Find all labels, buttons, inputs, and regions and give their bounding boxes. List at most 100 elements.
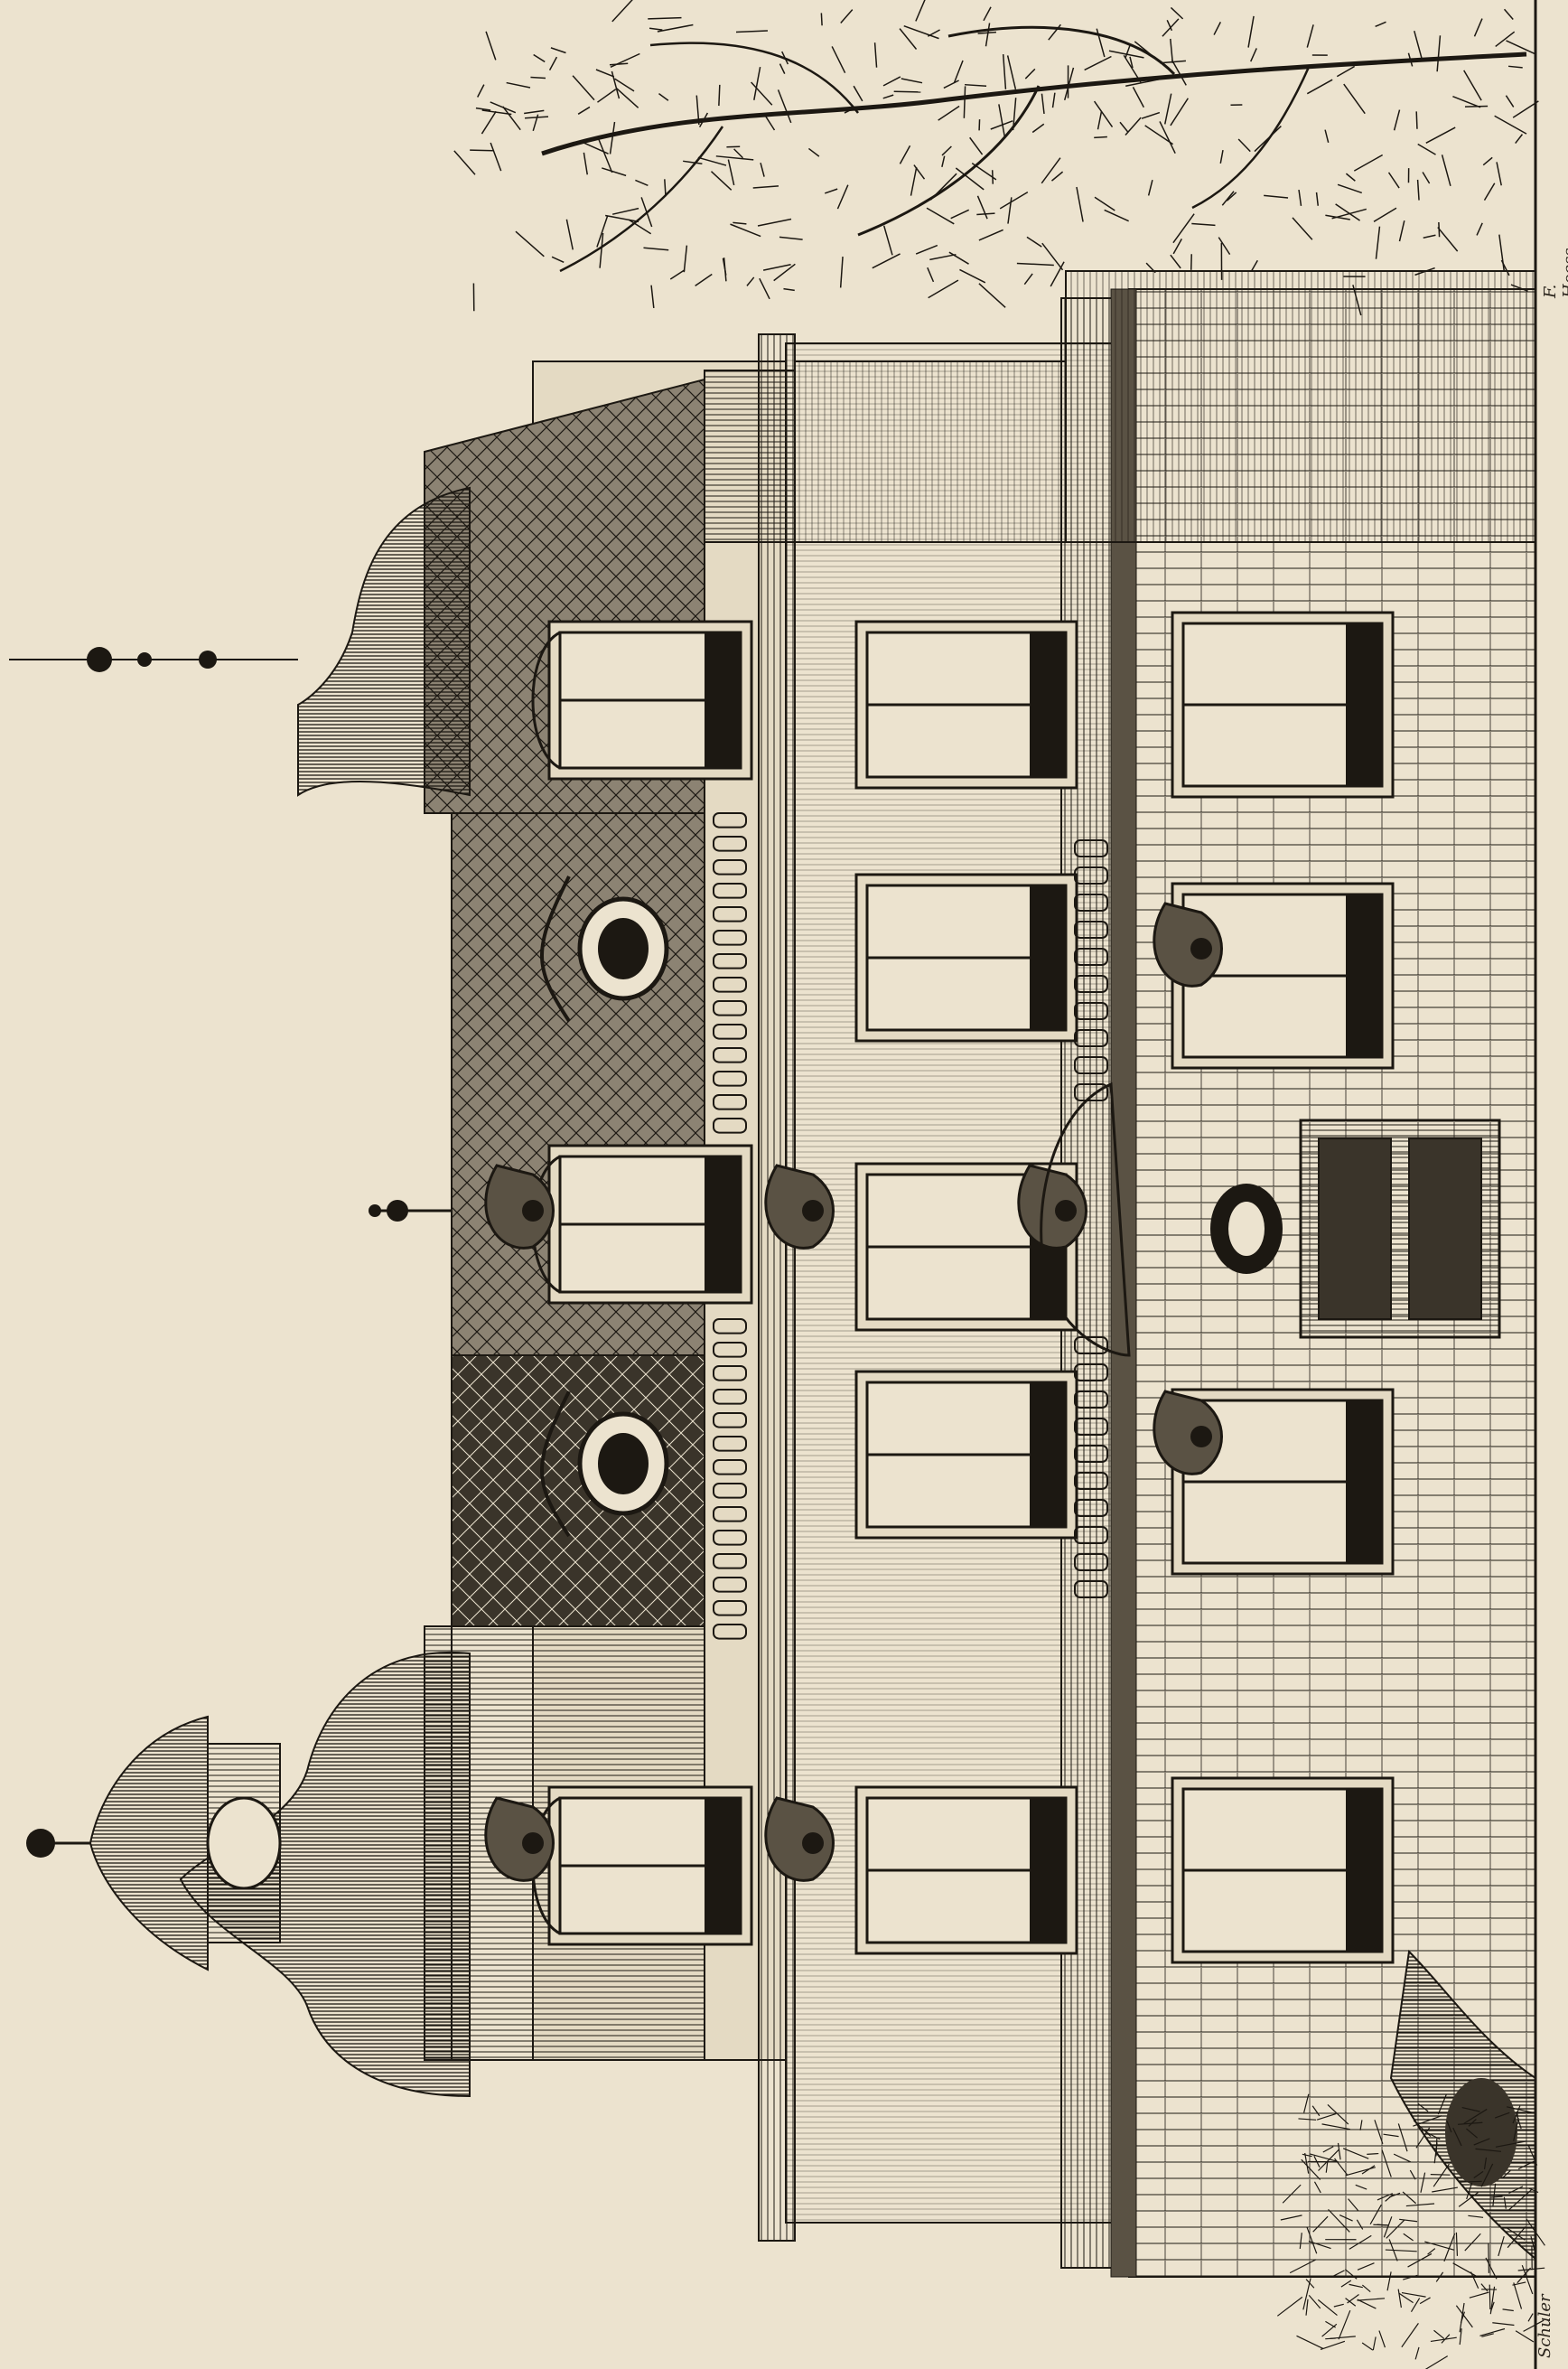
shrub-stroke	[1347, 2294, 1359, 2304]
shrub-stroke	[1325, 2337, 1336, 2340]
leaf-stroke	[605, 214, 639, 223]
shrub-stroke	[1397, 2289, 1402, 2308]
frieze-dentil	[713, 1047, 747, 1063]
frieze-dentil	[713, 906, 747, 922]
shrub-stroke	[1301, 2158, 1321, 2180]
shrub-stroke	[1322, 2146, 1334, 2153]
stair-balustrade	[1389, 1949, 1536, 2261]
frieze-dentil	[713, 1071, 747, 1087]
shrub-stroke	[1435, 2138, 1438, 2157]
leaf-stroke	[1172, 238, 1182, 255]
shrub-stroke	[1492, 2322, 1515, 2327]
leaf-stroke	[969, 136, 984, 155]
leaf-stroke	[941, 155, 946, 168]
leaf-stroke	[715, 155, 754, 161]
leaf-stroke	[948, 251, 969, 265]
shrub-stroke	[1383, 2216, 1393, 2238]
leaf-stroke	[1041, 157, 1061, 184]
leaf-stroke	[853, 85, 863, 102]
shrub-stroke	[1495, 2140, 1526, 2148]
shrub-stroke	[1508, 2188, 1533, 2211]
leaf-stroke	[836, 184, 849, 210]
leaf-stroke	[1024, 68, 1036, 80]
leaf-stroke	[1375, 21, 1386, 28]
leaf-stroke	[760, 163, 765, 177]
shrub-stroke	[1415, 2127, 1431, 2149]
leaf-stroke	[929, 173, 957, 201]
leaf-stroke	[873, 42, 878, 68]
leaf-stroke	[1415, 111, 1418, 129]
leaf-stroke	[779, 63, 786, 74]
leaf-stroke	[1416, 179, 1420, 201]
leaf-stroke	[963, 86, 966, 118]
shrub-stroke	[1413, 2120, 1432, 2137]
shrub-stroke	[1299, 2233, 1302, 2250]
shrub-stroke	[1374, 2120, 1384, 2145]
shrub-stroke	[1280, 2214, 1302, 2221]
leaf-stroke	[763, 113, 776, 131]
leaf-stroke	[602, 167, 627, 177]
shrub-stroke	[1463, 2108, 1488, 2124]
leaf-stroke	[1237, 138, 1251, 153]
shrub-stroke	[1333, 2303, 1344, 2308]
leaf-stroke	[1063, 67, 1075, 101]
shrub-stroke	[1401, 2323, 1419, 2348]
frieze-dentil	[713, 1094, 747, 1110]
leaf-stroke	[1306, 79, 1333, 95]
frieze-dentil	[1074, 839, 1108, 857]
leaf-stroke	[733, 148, 744, 159]
leaf-stroke	[475, 107, 491, 111]
cartouche	[764, 1164, 835, 1250]
leaf-stroke	[1172, 213, 1195, 244]
shrub-stroke	[1508, 2186, 1524, 2194]
leaf-stroke	[1496, 162, 1502, 186]
leaf-stroke	[1452, 95, 1481, 108]
shrub-stroke	[1452, 2127, 1462, 2147]
leaf-stroke	[1254, 126, 1282, 153]
shrub-stroke	[1469, 2291, 1489, 2299]
shrub-stroke	[1305, 2279, 1315, 2289]
shrub-stroke	[1317, 2299, 1338, 2317]
window	[1171, 1776, 1395, 1964]
tree	[541, 25, 1527, 273]
leaf-stroke	[1171, 59, 1187, 86]
shrub-stroke	[1527, 2313, 1534, 2322]
leaf-stroke	[1375, 226, 1381, 259]
window	[854, 1785, 1078, 1955]
shrub-stroke	[1489, 2286, 1496, 2315]
leaf-stroke	[903, 24, 939, 40]
leaf-stroke	[752, 185, 779, 189]
leaf-stroke	[1007, 197, 1013, 224]
shrub-stroke	[1398, 2292, 1414, 2304]
shrub-stroke	[1501, 2169, 1511, 2179]
leaf-stroke	[990, 120, 1013, 130]
leaf-stroke	[941, 145, 952, 156]
leaf-stroke	[611, 70, 621, 99]
leaf-stroke	[1438, 221, 1441, 238]
shrub-stroke	[1452, 2262, 1479, 2278]
leaf-stroke	[1393, 109, 1401, 131]
leaf-stroke	[710, 171, 733, 191]
shrub-stroke	[1337, 2142, 1341, 2160]
leaf-stroke	[1191, 222, 1216, 227]
leaf-stroke	[824, 188, 838, 194]
leaf-stroke	[985, 23, 991, 47]
cartouche	[484, 1164, 555, 1250]
leaf-stroke	[485, 31, 497, 61]
shrub-stroke	[1435, 2271, 1444, 2282]
shrub-stroke	[1473, 2138, 1490, 2146]
leaf-stroke	[1226, 192, 1237, 201]
frieze-dentil	[1074, 1029, 1108, 1047]
shrub-stroke	[1303, 2093, 1310, 2113]
leaf-stroke	[915, 0, 926, 22]
shrub-stroke	[1468, 2118, 1477, 2127]
shrub-stroke	[1485, 2257, 1498, 2280]
shrub-stroke	[1372, 2336, 1377, 2351]
shrub-stroke	[1403, 2274, 1418, 2280]
leaf-stroke	[1422, 172, 1431, 184]
shrub-stroke	[1527, 2144, 1538, 2166]
frieze-dentil	[1074, 1499, 1108, 1517]
leaf-stroke	[781, 51, 789, 65]
leaf-stroke	[1125, 117, 1142, 136]
